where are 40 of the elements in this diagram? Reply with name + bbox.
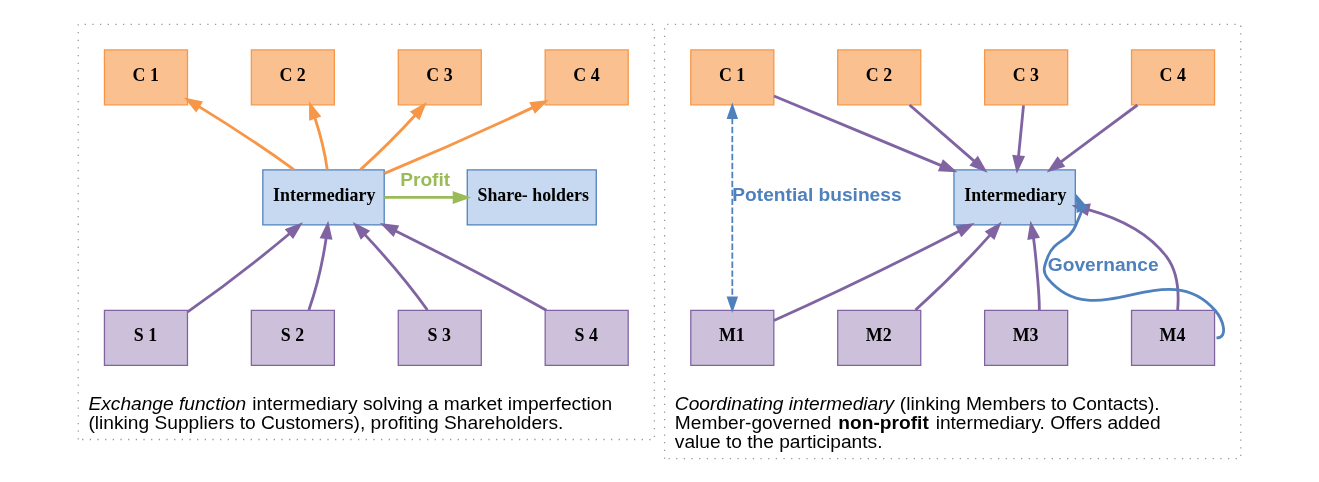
arrow [309,100,329,170]
arrow [379,222,548,311]
node-box: C 1 [690,48,775,105]
arrow [183,96,295,171]
node-box: Share- holders [466,168,597,226]
arrow [1046,103,1139,172]
arrow [359,101,427,171]
arrow [726,102,739,313]
node-box: M3 [984,309,1069,366]
node-box: C 2 [250,48,335,105]
arrow [352,221,429,311]
node-box: C 4 [1130,48,1216,105]
node-box: M4 [1130,309,1216,366]
arrow [384,190,472,204]
arrow [908,103,988,173]
arrow [1012,104,1026,174]
arrow [1027,220,1041,310]
arrow [914,221,1002,311]
arrow [773,94,958,172]
arrow [186,221,303,313]
arrow [1042,193,1225,339]
node-box: S 1 [103,309,189,366]
node-box: C 3 [984,48,1069,105]
edge-label: Profit [400,168,451,190]
node-box: S 3 [397,309,482,366]
node-box: C 3 [397,48,482,105]
node-box: C 4 [544,48,629,105]
node-box: C 2 [837,48,922,105]
arrow [384,99,549,175]
arrow [773,222,975,322]
edge-label: Potential business [732,183,902,205]
node-box: S 2 [250,309,335,366]
node-box: M1 [690,309,775,366]
arrow [307,220,333,310]
node-box: Intermediary [262,168,385,226]
node-box: C 1 [103,48,189,105]
node-box: M2 [837,309,922,366]
node-box: S 4 [544,309,629,366]
node-box: Intermediary [953,168,1076,226]
edge-label: Governance [1047,253,1159,275]
